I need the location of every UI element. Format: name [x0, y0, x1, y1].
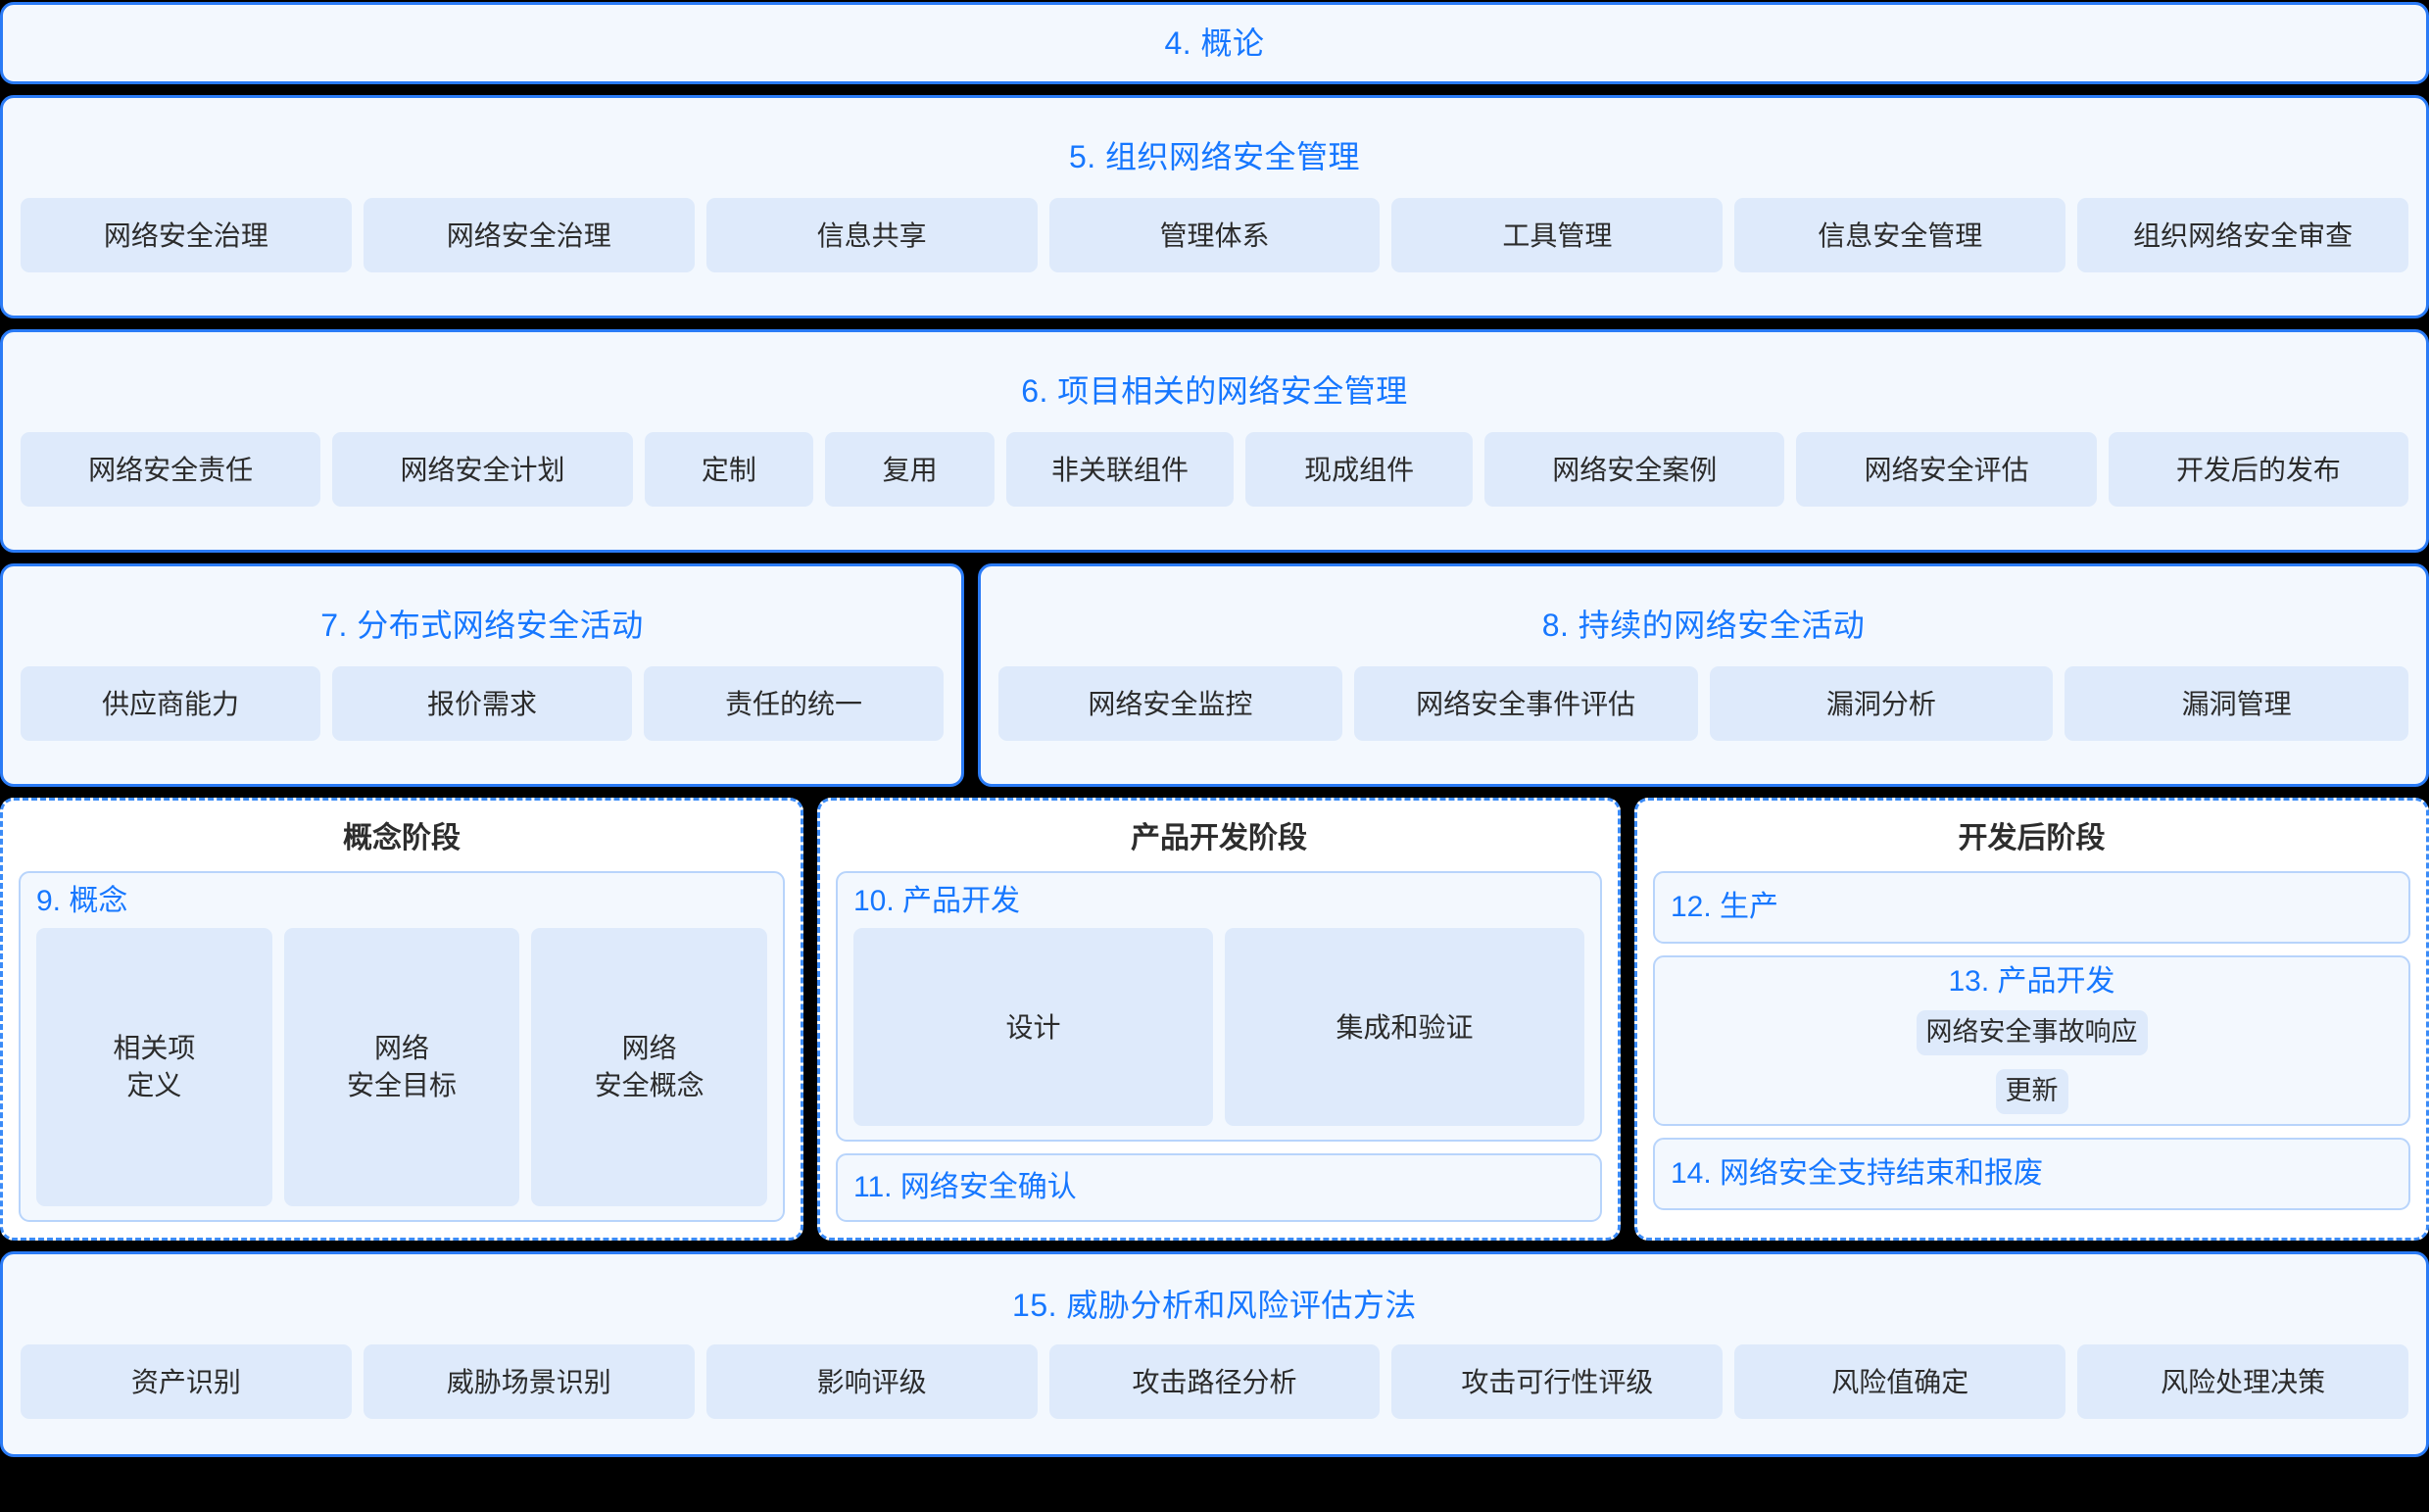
section-13-label: 13. 产品开发 — [1948, 965, 2115, 998]
section-5-title: 5. 组织网络安全管理 — [1068, 139, 1361, 174]
chip-item[interactable]: 网络安全治理 — [21, 198, 352, 272]
section-9-label: 9. 概念 — [36, 885, 128, 917]
chip-item[interactable]: 攻击路径分析 — [1048, 1344, 1381, 1419]
chip-item[interactable]: 网络安全案例 — [1484, 432, 1785, 507]
row-distributed-and-continuous-activities: 7. 分布式网络安全活动 供应商能力 报价需求 责任的统一 8. 持续的网络安全… — [0, 563, 2429, 787]
chip-item[interactable]: 设计 — [853, 928, 1213, 1126]
chip-item[interactable]: 漏洞管理 — [2065, 666, 2408, 741]
section-7-item-row: 供应商能力 报价需求 责任的统一 — [21, 666, 944, 741]
section-10-item-row: 设计 集成和验证 — [853, 928, 1584, 1126]
chip-item[interactable]: 网络安全责任 — [21, 432, 321, 507]
chip-item[interactable]: 网络安全事件评估 — [1353, 666, 1698, 741]
chip-item[interactable]: 网络安全目标 — [283, 928, 520, 1206]
chip-item[interactable]: 风险处理决策 — [2077, 1344, 2409, 1419]
phase-post-title: 开发后阶段 — [1958, 822, 2106, 854]
chip-item[interactable]: 报价需求 — [332, 666, 632, 741]
phase-product-title: 产品开发阶段 — [1131, 822, 1307, 854]
chip-item[interactable]: 组织网络安全审查 — [2077, 198, 2409, 272]
chip-item[interactable]: 攻击可行性评级 — [1391, 1344, 1724, 1419]
chip-item[interactable]: 相关项定义 — [36, 928, 272, 1206]
phase-post-stack: 12. 生产 13. 产品开发 网络安全事故响应 更新 14. 网络安全支持结束… — [1653, 871, 2410, 1222]
row-lifecycle-phases: 概念阶段 9. 概念 相关项定义 网络安全目标 网络安全概念 产品开发阶段 10… — [0, 798, 2429, 1241]
chip-item[interactable]: 责任的统一 — [644, 666, 944, 741]
chip-item[interactable]: 威胁场景识别 — [363, 1344, 695, 1419]
section-11-label: 11. 网络安全确认 — [853, 1171, 1077, 1203]
section-10-product-development: 10. 产品开发 设计 集成和验证 — [836, 871, 1602, 1142]
phase-card-product-development: 产品开发阶段 10. 产品开发 设计 集成和验证 11. 网络安全确认 — [817, 798, 1621, 1241]
section-5-item-row: 网络安全治理 网络安全治理 信息共享 管理体系 工具管理 信息安全管理 组织网络… — [21, 198, 2409, 272]
section-14-label: 14. 网络安全支持结束和报废 — [1671, 1156, 2044, 1190]
chip-item[interactable]: 信息共享 — [705, 198, 1038, 272]
chip-item[interactable]: 供应商能力 — [21, 666, 320, 741]
section-10-label: 10. 产品开发 — [853, 885, 1021, 917]
chip-item[interactable]: 非关联组件 — [1005, 432, 1235, 507]
section-12-production: 12. 生产 — [1653, 871, 2410, 944]
chip-item[interactable]: 开发后的发布 — [2108, 432, 2409, 507]
chip-item[interactable]: 网络安全概念 — [531, 928, 768, 1206]
phase-card-post-development: 开发后阶段 12. 生产 13. 产品开发 网络安全事故响应 更新 14. 网络… — [1634, 798, 2429, 1241]
chip-item[interactable]: 资产识别 — [21, 1344, 352, 1419]
phase-card-concept: 概念阶段 9. 概念 相关项定义 网络安全目标 网络安全概念 — [0, 798, 803, 1241]
section-13-operation-and-maintenance: 13. 产品开发 网络安全事故响应 更新 — [1653, 955, 2410, 1126]
section-14-end-of-support-and-decommissioning: 14. 网络安全支持结束和报废 — [1653, 1137, 2410, 1210]
chip-item[interactable]: 网络安全计划 — [332, 432, 633, 507]
section-8-title: 8. 持续的网络安全活动 — [1541, 608, 1866, 643]
chip-item[interactable]: 复用 — [825, 432, 995, 507]
chip-item[interactable]: 网络安全评估 — [1796, 432, 2097, 507]
section-4-overview: 4. 概论 — [0, 2, 2429, 84]
chip-item[interactable]: 更新 — [1995, 1068, 2068, 1114]
section-6-project-dependent-cybersecurity-management: 6. 项目相关的网络安全管理 网络安全责任 网络安全计划 定制 复用 非关联组件… — [0, 329, 2429, 553]
section-15-title: 15. 威胁分析和风险评估方法 — [1012, 1288, 1417, 1323]
phase-product-stack: 10. 产品开发 设计 集成和验证 11. 网络安全确认 — [836, 871, 1602, 1222]
section-8-continuous-cybersecurity-activities: 8. 持续的网络安全活动 网络安全监控 网络安全事件评估 漏洞分析 漏洞管理 — [978, 563, 2429, 787]
section-12-label: 12. 生产 — [1671, 891, 1779, 923]
section-11-cybersecurity-validation: 11. 网络安全确认 — [836, 1153, 1602, 1222]
section-15-tara-methods: 15. 威胁分析和风险评估方法 资产识别 威胁场景识别 影响评级 攻击路径分析 … — [0, 1251, 2429, 1457]
section-6-title: 6. 项目相关的网络安全管理 — [1021, 373, 1408, 409]
chip-item[interactable]: 现成组件 — [1245, 432, 1474, 507]
chip-item[interactable]: 管理体系 — [1048, 198, 1381, 272]
chip-item[interactable]: 风险值确定 — [1734, 1344, 2066, 1419]
section-9-concept: 9. 概念 相关项定义 网络安全目标 网络安全概念 — [19, 871, 785, 1222]
section-7-title: 7. 分布式网络安全活动 — [320, 608, 644, 643]
chip-item[interactable]: 工具管理 — [1391, 198, 1724, 272]
chip-item[interactable]: 网络安全事故响应 — [1916, 1010, 2148, 1055]
chip-item[interactable]: 信息安全管理 — [1734, 198, 2066, 272]
section-15-item-row: 资产识别 威胁场景识别 影响评级 攻击路径分析 攻击可行性评级 风险值确定 风险… — [21, 1344, 2409, 1419]
chip-item[interactable]: 网络安全监控 — [998, 666, 1342, 741]
chip-item[interactable]: 集成和验证 — [1225, 928, 1584, 1126]
section-8-item-row: 网络安全监控 网络安全事件评估 漏洞分析 漏洞管理 — [998, 666, 2408, 741]
section-6-item-row: 网络安全责任 网络安全计划 定制 复用 非关联组件 现成组件 网络安全案例 网络… — [21, 432, 2409, 507]
chip-item[interactable]: 漏洞分析 — [1709, 666, 2054, 741]
chip-item[interactable]: 网络安全治理 — [363, 198, 695, 272]
chip-item[interactable]: 定制 — [644, 432, 814, 507]
chip-item[interactable]: 影响评级 — [705, 1344, 1038, 1419]
section-5-organizational-cybersecurity-management: 5. 组织网络安全管理 网络安全治理 网络安全治理 信息共享 管理体系 工具管理… — [0, 95, 2429, 318]
section-9-item-row: 相关项定义 网络安全目标 网络安全概念 — [36, 928, 768, 1206]
section-4-title: 4. 概论 — [1164, 25, 1265, 61]
section-7-distributed-cybersecurity-activities: 7. 分布式网络安全活动 供应商能力 报价需求 责任的统一 — [0, 563, 964, 787]
phase-concept-title: 概念阶段 — [343, 822, 461, 854]
